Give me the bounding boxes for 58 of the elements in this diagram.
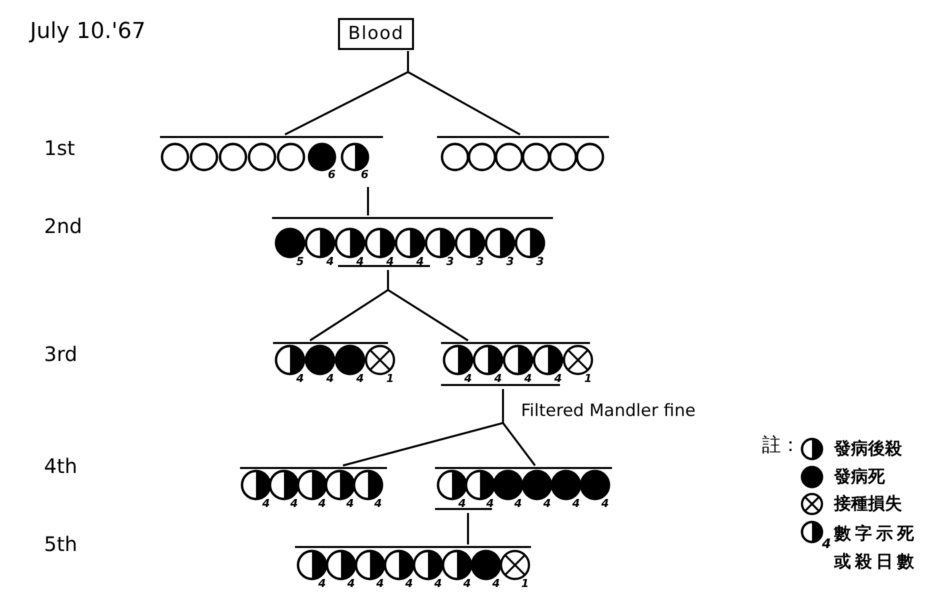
legend-text: 數字示死或殺日數 <box>834 523 919 574</box>
date-label: July 10.'67 <box>30 20 146 44</box>
day-number: 4 <box>346 498 354 510</box>
day-number: 4 <box>572 498 580 510</box>
day-number: 4 <box>326 256 334 268</box>
day-number: 4 <box>524 373 532 385</box>
day-number: 4 <box>386 256 394 268</box>
day-number: 4 <box>290 498 298 510</box>
day-number: 4 <box>434 578 442 590</box>
day-number: 3 <box>446 256 454 268</box>
generation-label: 4th <box>44 454 78 478</box>
sample-box: Blood <box>338 18 414 50</box>
day-number: 4 <box>318 498 326 510</box>
day-number: 1 <box>386 373 394 385</box>
branch-line <box>502 389 536 466</box>
branch-line <box>387 270 469 342</box>
branch-line <box>407 51 520 136</box>
day-number: 4 <box>416 256 424 268</box>
day-number: 6 <box>360 169 368 181</box>
day-number: 4 <box>296 373 304 385</box>
day-number: 4 <box>262 498 270 510</box>
day-number: 4 <box>318 578 326 590</box>
annotation: Filtered Mandler fine <box>521 400 696 423</box>
day-number: 4 <box>458 498 466 510</box>
day-number: 4 <box>543 498 551 510</box>
day-number: 4 <box>822 538 832 552</box>
day-number: 4 <box>514 498 522 510</box>
day-number: 4 <box>494 373 502 385</box>
legend-text: 發病死 <box>834 466 885 489</box>
day-number: 4 <box>356 373 364 385</box>
generation-label: 3rd <box>44 342 78 366</box>
note-label: 註： <box>762 433 800 457</box>
day-number: 4 <box>326 373 334 385</box>
day-number: 4 <box>347 578 355 590</box>
day-number: 4 <box>376 578 384 590</box>
day-number: 6 <box>328 169 336 181</box>
day-number: 4 <box>463 578 471 590</box>
branch-line <box>467 513 469 544</box>
day-number: 4 <box>601 498 609 510</box>
day-number: 5 <box>296 256 304 268</box>
day-number: 4 <box>374 498 382 510</box>
legend-text: 發病後殺 <box>834 438 902 461</box>
day-number: 1 <box>584 373 592 385</box>
day-number: 4 <box>405 578 413 590</box>
generation-label: 2nd <box>44 214 82 238</box>
day-number: 4 <box>492 578 500 590</box>
day-number: 4 <box>554 373 562 385</box>
day-number: 1 <box>521 578 529 590</box>
branch-line <box>367 187 369 216</box>
generation-label: 5th <box>44 532 78 556</box>
day-number: 4 <box>356 256 364 268</box>
legend-text: 接種損失 <box>834 493 902 516</box>
day-number: 4 <box>486 498 494 510</box>
generation-label: 1st <box>44 136 75 160</box>
day-number: 3 <box>536 256 544 268</box>
day-number: 4 <box>464 373 472 385</box>
day-number: 3 <box>476 256 484 268</box>
day-number: 3 <box>506 256 514 268</box>
